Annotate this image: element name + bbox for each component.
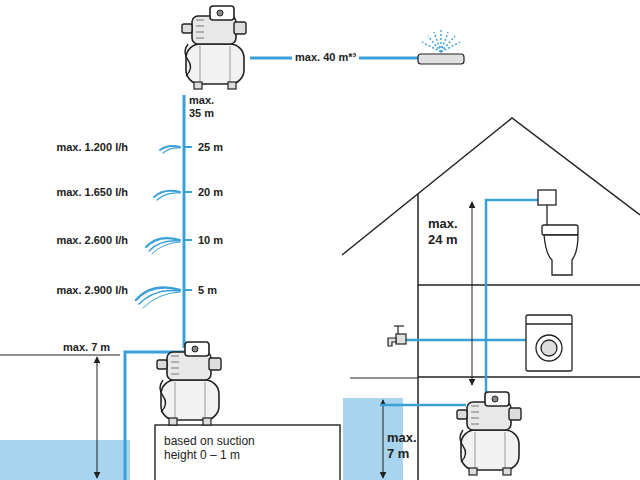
sprinkler [422,30,460,52]
washing-machine [526,323,572,324]
height-label: 10 m [198,234,223,247]
water-tank [383,400,384,478]
house-outline [342,118,640,480]
washing-machine [536,335,562,361]
washing-machine [526,315,572,371]
pump-base [155,425,340,480]
water-source [0,440,130,480]
flow-label: max. 1.200 l/h [30,141,128,154]
water-pipe [125,58,418,480]
toilet [546,205,547,225]
flow-label: max. 2.900 l/h [30,284,128,297]
washing-machine [526,315,572,371]
note-label: based on suction height 0 – 1 m [164,434,286,463]
sprinkler [441,36,455,52]
height-arrow [472,202,473,385]
sprinkler [434,32,441,52]
water-spray [143,292,180,308]
grass [350,378,418,379]
sprinkler [418,54,464,64]
water-source [0,355,130,480]
garden-tap [394,325,404,326]
flow-label: max. 2.600 l/h [30,234,128,247]
suction-depth-label: max. 7 m [60,341,113,354]
height-label: max. 24 m [428,216,468,247]
sprinkler [418,30,464,64]
water-spray [163,148,180,153]
house-outline [342,118,640,255]
height-label: 25 m [198,141,223,154]
house-outline [418,376,640,378]
water-spray [136,146,180,308]
toilet [544,235,578,275]
sprinkler [441,42,460,52]
water-spray [136,288,180,300]
water-source [0,354,120,355]
house-outline [417,194,419,480]
pump-unit [157,342,221,425]
garden-tap [388,326,406,346]
garden-tap [388,338,396,346]
toilet [538,190,578,275]
distance-label: max. 40 m*³ [292,51,359,64]
garden-tap [396,334,406,344]
toilet [538,190,556,205]
garden-tap [397,326,398,334]
height-label: 20 m [198,186,223,199]
sprinkler [422,42,441,52]
water-pipe [183,95,186,348]
toilet [542,225,578,235]
grass [350,378,418,379]
height-label: max. 35 m [189,94,223,120]
house-pipe [380,404,466,407]
house-pipe [406,339,526,342]
water-source [97,357,98,478]
house-pipe [380,200,540,405]
sprinkler [440,30,441,52]
water-spray [157,193,180,200]
flow-label: max. 1.650 l/h [30,186,128,199]
washing-machine [541,340,557,356]
water-pipe [184,147,192,290]
pump-base [155,425,340,480]
pump-unit [182,6,246,89]
water-spray [152,242,180,254]
pump-unit [457,392,521,475]
house-outline [418,284,640,286]
sprinkler [428,36,441,52]
suction-depth-label: max. 7 m [387,430,415,461]
height-label: 5 m [198,284,217,297]
